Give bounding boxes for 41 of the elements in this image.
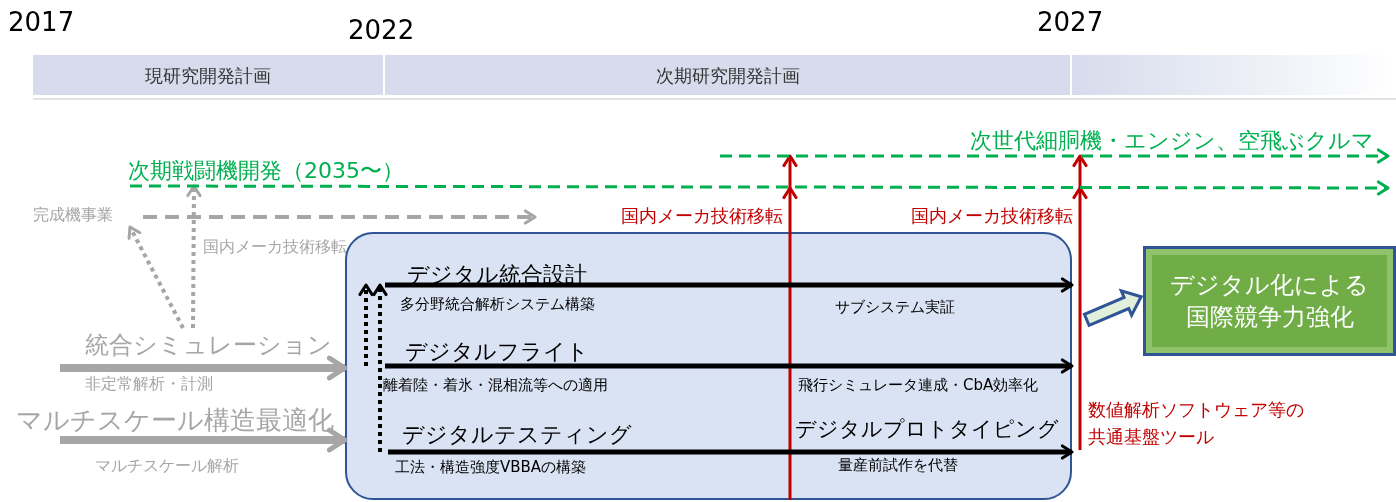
- text-label: 非定常解析・計測: [85, 374, 213, 395]
- arrow: [127, 225, 185, 329]
- track-heading: デジタルテスティング: [377, 422, 642, 454]
- year-label: 2017: [8, 6, 75, 39]
- arrow: [358, 283, 374, 366]
- arrow: [385, 277, 1074, 293]
- edge-label: 国内メーカ技術移転: [203, 236, 347, 258]
- goal-text: デジタル化による国際競争力強化: [1169, 270, 1370, 333]
- arrow: [372, 283, 388, 452]
- text-label: 多分野統合解析システム構築: [400, 295, 595, 315]
- edge-label: 国内メーカ技術移転: [621, 204, 783, 228]
- text-label: 飛行シミュレータ連成・CbA効率化: [798, 376, 1039, 396]
- arrow: [130, 180, 1390, 196]
- program-label: 統合シミュレーション: [60, 328, 330, 368]
- phase-band: [385, 55, 1070, 95]
- program-label: 次世代細胴機・エンジン、空飛ぶクルマ: [960, 126, 1388, 156]
- text-label: マルチスケール解析: [95, 456, 239, 477]
- text-label: 離着陸・着氷・混相流等への適用: [383, 376, 608, 396]
- arrow: [385, 358, 1074, 374]
- goal-box: [1143, 246, 1396, 356]
- note-text: 数値解析ソフトウェア等の共通基盤ツール: [1080, 396, 1316, 452]
- program-label: 完成機事業: [33, 203, 143, 227]
- edge-label: 国内メーカ技術移転: [911, 204, 1073, 228]
- arrow: [720, 148, 1390, 164]
- phase-band: [33, 55, 383, 95]
- arrow: [1072, 154, 1088, 450]
- rounded-panel: [345, 232, 1072, 500]
- track-heading: デジタルプロトタイピング: [795, 413, 1065, 445]
- text-label: 工法・構造強度VBBAの構築: [395, 458, 587, 478]
- program-label: 次期戦闘機開発（2035〜）: [128, 156, 458, 186]
- year-label: 2022: [348, 14, 415, 47]
- track-heading: デジタルフライト: [364, 336, 597, 368]
- band-title: 次期研究開発計画: [655, 63, 800, 88]
- arrow: [782, 154, 798, 500]
- text-label: サブシステム実証: [835, 298, 955, 318]
- block-arrow: [1082, 288, 1144, 328]
- band-title: 現研究開発計画: [145, 63, 271, 88]
- arrow: [143, 209, 537, 225]
- year-label: 2027: [1037, 6, 1104, 39]
- text-label: 量産前試作を代替: [838, 456, 958, 476]
- arrow: [388, 444, 1074, 460]
